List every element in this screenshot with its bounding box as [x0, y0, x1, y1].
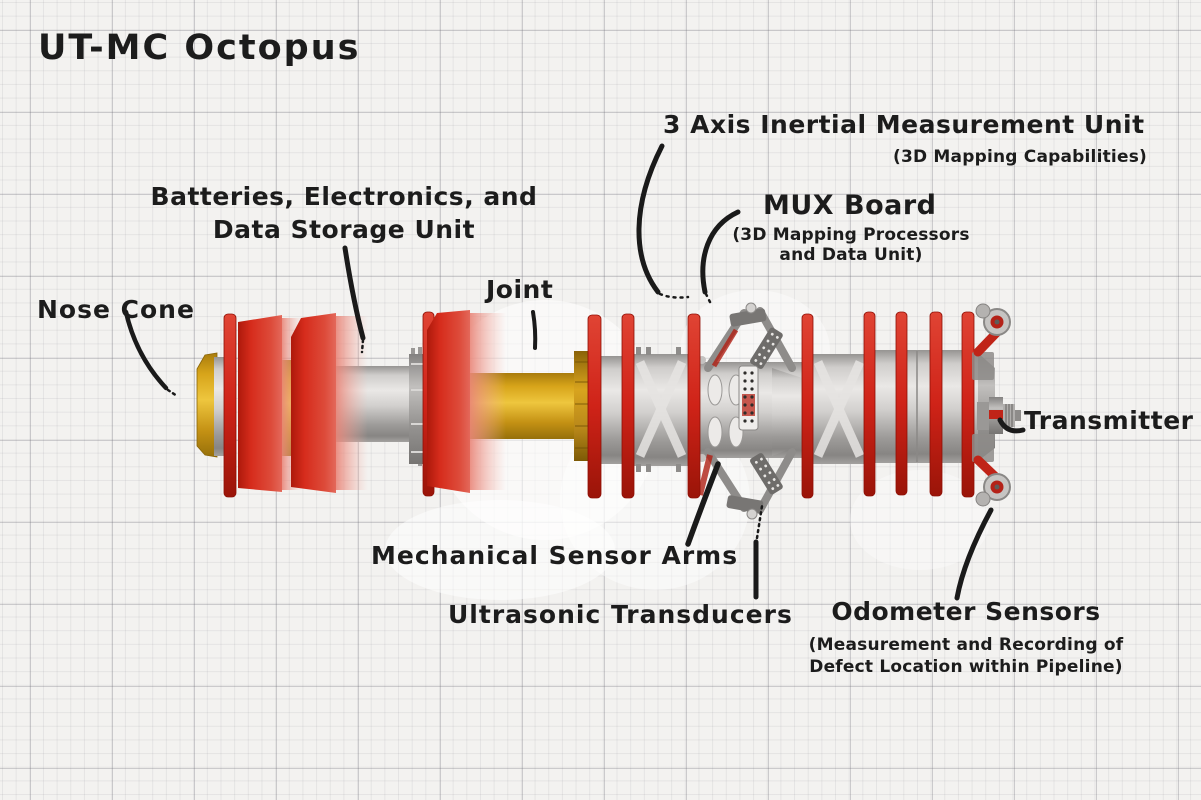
transmitter-probe	[977, 397, 1021, 434]
label-imu-sub: (3D Mapping Capabilities)	[893, 147, 1147, 167]
label-batteries: Batteries, Electronics, and Data Storage…	[151, 181, 538, 246]
label-mux-sub-line1: (3D Mapping Processors	[732, 225, 970, 245]
label-nose-cone: Nose Cone	[37, 295, 195, 324]
label-odometer: Odometer Sensors (Measurement and Record…	[809, 597, 1124, 678]
sealing-discs	[223, 311, 975, 499]
batteries-leader	[342, 245, 366, 341]
diagram-title: UT-MC Octopus	[38, 28, 361, 68]
leader-lines	[123, 143, 1026, 601]
label-odometer-sub-line2: Defect Location within Pipeline)	[809, 657, 1123, 678]
joint-leader	[531, 310, 538, 350]
mech-arms-leader	[685, 461, 721, 547]
polyurethane-cups	[238, 310, 506, 493]
label-odometer-sub-line1: (Measurement and Recording of	[808, 635, 1124, 655]
transducer-pads	[726, 308, 783, 514]
mux-board-strip	[738, 365, 759, 431]
label-joint: Joint	[486, 275, 554, 304]
odometer-arms	[972, 303, 1011, 507]
imu-leader	[636, 143, 665, 295]
sensor-body-spools	[600, 347, 995, 472]
label-odometer-main: Odometer Sensors	[831, 597, 1101, 626]
label-mux-sub-line2: and Data Unit)	[779, 245, 923, 265]
label-batteries-line1: Batteries, Electronics, and	[150, 182, 538, 211]
label-ultrasonic: Ultrasonic Transducers	[448, 600, 793, 629]
label-mux: MUX Board	[763, 190, 937, 221]
label-odometer-sub: (Measurement and Recording of Defect Loc…	[809, 634, 1124, 678]
nose-cone-leader	[123, 309, 169, 391]
label-imu: 3 Axis Inertial Measurement Unit	[663, 110, 1145, 139]
label-mux-sub: (3D Mapping Processors and Data Unit)	[732, 225, 969, 265]
label-mechanical-arms: Mechanical Sensor Arms	[371, 541, 739, 570]
odometer-leader	[954, 507, 994, 601]
transmitter-leader	[997, 417, 1026, 434]
label-transmitter: Transmitter	[1024, 406, 1194, 435]
label-batteries-line2: Data Storage Unit	[212, 214, 476, 244]
nose-cone	[196, 352, 227, 458]
mux-leader	[700, 209, 741, 295]
